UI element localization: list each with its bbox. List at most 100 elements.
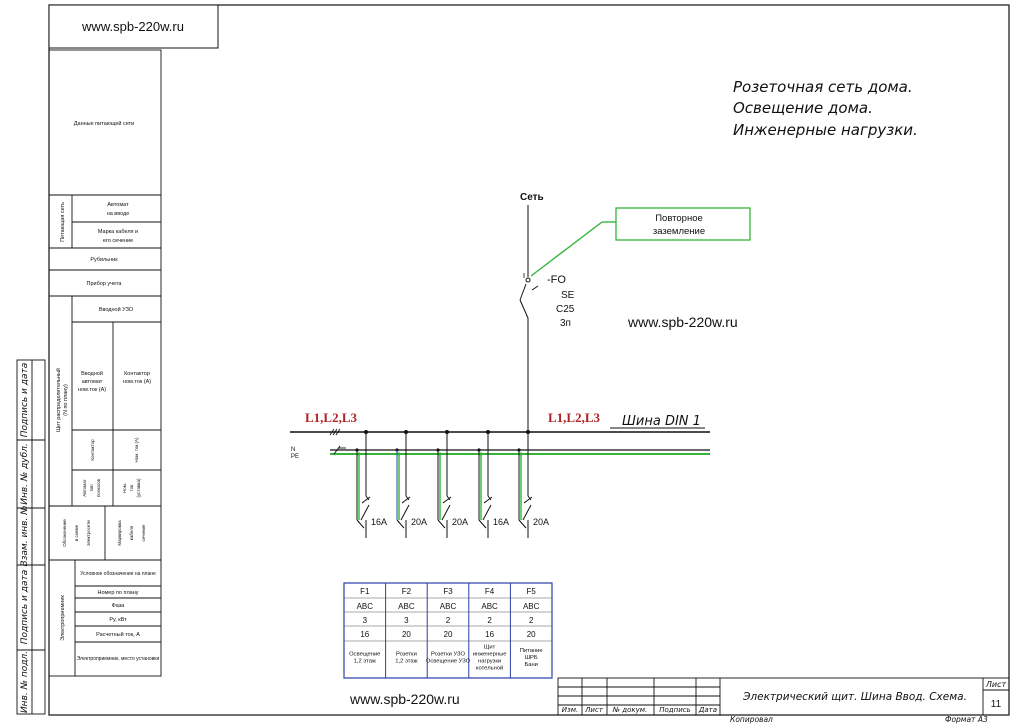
feeder-table-border bbox=[343, 582, 553, 679]
breaker-contact bbox=[365, 495, 370, 501]
grounding-box bbox=[615, 207, 751, 241]
breaker-blade bbox=[360, 504, 370, 521]
lt-designation-1: Обозначение bbox=[62, 519, 67, 547]
lt-auto-type-2: тип bbox=[89, 484, 94, 492]
tb-col-sign: Подпись bbox=[659, 706, 691, 714]
feeder-name-line: Розетки УЗО bbox=[431, 652, 465, 658]
tb-sheet-label: Лист bbox=[985, 680, 1007, 689]
grounding-label-2: заземление bbox=[653, 226, 705, 237]
feeder-cell-power: 3 bbox=[404, 616, 409, 625]
breaker-blade bbox=[522, 504, 532, 521]
feeder-name-line: 1,2 этаж bbox=[395, 659, 417, 665]
stamp-orig-inv: Инв. № подл. bbox=[20, 651, 30, 713]
lt-auto-type-3: полюсов bbox=[96, 478, 101, 497]
lt-contactor-2: ном.ток (А) bbox=[123, 379, 151, 385]
lt-top-cell: Данные питающей сети bbox=[74, 120, 134, 127]
breaker-rating: 20A bbox=[411, 517, 427, 527]
feeder-name-line: инженерные bbox=[473, 652, 507, 658]
feeder-cell-power: 2 bbox=[529, 616, 534, 625]
watermark-top: www.spb-220w.ru bbox=[81, 19, 184, 34]
stamp-dup-inv: Инв. № дубл. bbox=[20, 443, 30, 505]
feeder-name-line: ШРБ bbox=[525, 655, 538, 661]
feeder-cell-ids: F1 bbox=[360, 587, 370, 596]
stamp-sign-date-1: Подпись и дата bbox=[20, 363, 30, 438]
tb-col-doc: № докум. bbox=[612, 706, 648, 714]
grounding-leader bbox=[530, 221, 603, 277]
pe-label: PE bbox=[291, 454, 299, 460]
tb-copied: Копировал bbox=[730, 715, 773, 724]
tb-sheet-number: 11 bbox=[991, 699, 1002, 710]
breaker-contact bbox=[527, 495, 532, 501]
main-breaker-poles: 3п bbox=[560, 318, 571, 329]
watermark-box bbox=[48, 4, 219, 49]
main-breaker-brand: SE bbox=[561, 290, 575, 301]
lt-input-auto-2: автомат bbox=[82, 379, 103, 385]
lt-consumer-row-3: Фаза bbox=[112, 603, 126, 609]
feeder-branch: 16A bbox=[477, 430, 509, 538]
lt-rating-type-1: Ном. bbox=[122, 483, 127, 493]
breaker-rating: 20A bbox=[533, 517, 549, 527]
lt-input-rcd: Вводной УЗО bbox=[99, 306, 134, 313]
lt-supply-group: Питающая сеть bbox=[60, 202, 66, 242]
feeder-cell-phase: ABC bbox=[523, 602, 540, 611]
tb-title: Электрический щит. Шина Ввод. Схема. bbox=[742, 691, 967, 703]
network-label: Сеть bbox=[520, 192, 544, 203]
breaker-mark bbox=[361, 496, 371, 504]
breaker-mark bbox=[401, 496, 411, 504]
tb-col-date: Дата bbox=[698, 706, 717, 714]
feeder-name-line: Бани bbox=[524, 662, 537, 668]
feeder-branch: 16A bbox=[355, 430, 387, 538]
feeder-cell-current: 16 bbox=[485, 630, 494, 639]
lt-designation-3: электросети bbox=[86, 520, 91, 546]
main-supply bbox=[519, 205, 539, 432]
breaker-blade bbox=[441, 504, 451, 521]
title-block bbox=[557, 677, 1010, 716]
left-table-text: Данные питающей сети Питающая сеть Автом… bbox=[55, 120, 159, 662]
title-line-1: Розеточная сеть дома. bbox=[733, 78, 913, 96]
lt-auto-input-1: Автомат bbox=[107, 202, 129, 208]
feeder-cell-phase: ABC bbox=[398, 602, 415, 611]
breaker-contact bbox=[446, 495, 451, 501]
stamp-sign-date-2: Подпись и дата bbox=[20, 570, 30, 645]
busbar-ticks bbox=[329, 428, 346, 455]
grounding-label-1: Повторное bbox=[655, 213, 703, 224]
feeder-cell-current: 16 bbox=[360, 630, 369, 639]
lt-switch: Рубильник bbox=[90, 257, 118, 263]
breaker-rating: 16A bbox=[371, 517, 387, 527]
lt-marking-1: Маркировка bbox=[117, 520, 122, 546]
feeder-cell-ids: F5 bbox=[527, 587, 537, 596]
feeder-cell-phase: ABC bbox=[440, 602, 457, 611]
breaker-contact bbox=[405, 495, 410, 501]
lt-rating-type-2: ток bbox=[129, 485, 134, 492]
feeder-cell-ids: F2 bbox=[402, 587, 412, 596]
feeder-name-line: 1,2 этаж bbox=[354, 659, 376, 665]
lt-panel-group-2: (N по плану) bbox=[63, 384, 69, 416]
feeder-cell-power: 2 bbox=[487, 616, 492, 625]
feeder-cell-current: 20 bbox=[444, 630, 453, 639]
lt-marking-3: сечение bbox=[141, 524, 146, 541]
stamp-replace-inv: Взам. инв. № bbox=[20, 505, 30, 566]
feeder-branch: 20A bbox=[517, 430, 549, 538]
main-breaker-rating: C25 bbox=[556, 304, 575, 315]
lt-input-auto-1: Вводной bbox=[81, 370, 103, 377]
lt-consumer-row-6: Электроприемник, место установки bbox=[77, 656, 160, 662]
feeder-cell-phase: ABC bbox=[357, 602, 374, 611]
feeder-name-line: Питание bbox=[520, 648, 543, 654]
lt-contactor-1: Контактор bbox=[124, 371, 150, 377]
tb-col-list: Лист bbox=[584, 706, 604, 714]
breaker-mark bbox=[483, 496, 493, 504]
breaker-mark bbox=[442, 496, 452, 504]
feeder-cell-current: 20 bbox=[402, 630, 411, 639]
breaker-rating: 20A bbox=[452, 517, 468, 527]
busbar-label: Шина DIN 1 bbox=[622, 414, 701, 429]
lt-nom-current: Ном. ток (А) bbox=[134, 437, 139, 463]
left-table bbox=[48, 49, 162, 677]
breaker-contact bbox=[487, 495, 492, 501]
phase-label-left: L1,L2,L3 bbox=[305, 410, 358, 425]
lt-cable-2: его сечение bbox=[103, 238, 133, 244]
lt-contactor-small: Контактор bbox=[90, 439, 95, 461]
breaker-blade bbox=[482, 504, 492, 521]
lt-consumer-row-2: Номер по плану bbox=[97, 590, 138, 596]
feeder-branches: 16A 20A 20A 16A 20A bbox=[355, 430, 549, 538]
